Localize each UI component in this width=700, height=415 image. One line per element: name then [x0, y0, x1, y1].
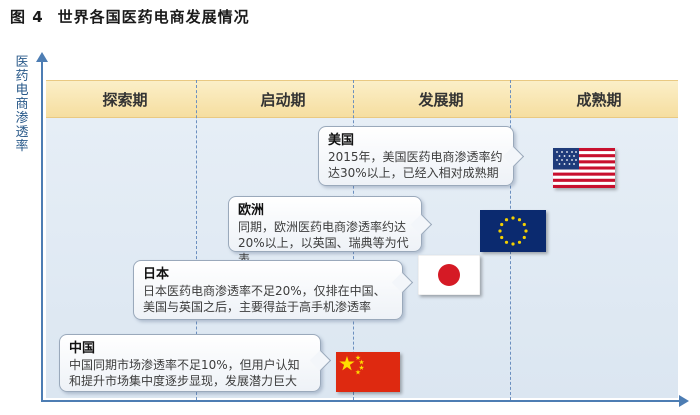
country-bubble-china: 中国 中国同期市场渗透率不足10%，但用户认知和提升市场集中度逐步显现，发展潜力… — [59, 334, 332, 392]
x-axis — [41, 395, 689, 407]
country-bubble-usa: 美国 2015年，美国医药电商渗透率约达30%以上，已经入相对成熟期 — [318, 126, 525, 186]
phase-header: 探索期 启动期 发展期 成熟期 — [46, 80, 678, 118]
phase-maturity: 成熟期 — [576, 90, 622, 109]
y-axis-label: 医药电商渗透率 — [15, 55, 29, 154]
y-axis — [36, 52, 48, 402]
phase-development: 发展期 — [418, 90, 464, 109]
country-name-usa: 美国 — [328, 133, 355, 148]
country-text-usa: 2015年，美国医药电商渗透率约达30%以上，已经入相对成熟期 — [328, 150, 503, 180]
figure-number: 图 4 — [10, 8, 44, 26]
country-bubble-europe: 欧洲 同期，欧洲医药电商渗透率约达20%以上，以英国、瑞典等为代表 — [228, 196, 433, 266]
country-name-europe: 欧洲 — [238, 203, 265, 218]
eu-flag-icon — [480, 210, 546, 252]
phase-divider-1 — [196, 80, 197, 400]
figure-caption: 世界各国医药电商发展情况 — [57, 8, 250, 26]
china-flag-icon — [336, 352, 400, 392]
phase-startup: 启动期 — [260, 90, 306, 109]
country-name-china: 中国 — [69, 341, 96, 356]
usa-flag-icon — [553, 148, 615, 188]
figure-title: 图 4 世界各国医药电商发展情况 — [10, 6, 250, 27]
country-text-china: 中国同期市场渗透率不足10%，但用户认知和提升市场集中度逐步显现，发展潜力巨大 — [69, 358, 300, 388]
country-name-japan: 日本 — [143, 267, 170, 282]
phase-exploration: 探索期 — [102, 90, 148, 109]
japan-flag-icon — [418, 255, 480, 295]
country-text-japan: 日本医药电商渗透率不足20%，仅排在中国、美国与英国之后，主要得益于高手机渗透率 — [143, 284, 386, 314]
country-text-europe: 同期，欧洲医药电商渗透率约达20%以上，以英国、瑞典等为代表 — [238, 220, 409, 266]
country-bubble-japan: 日本 日本医药电商渗透率不足20%，仅排在中国、美国与英国之后，主要得益于高手机… — [133, 260, 414, 320]
